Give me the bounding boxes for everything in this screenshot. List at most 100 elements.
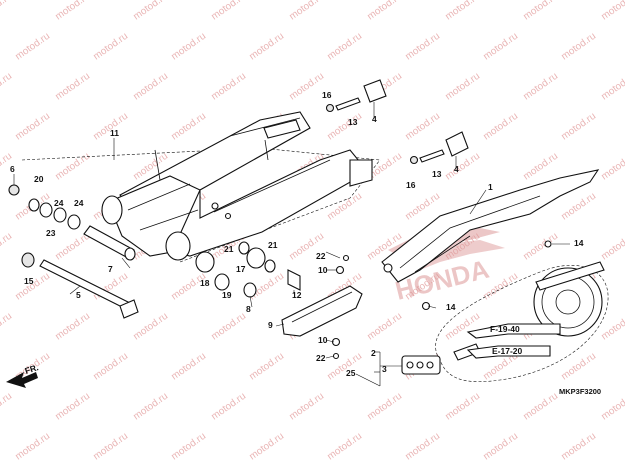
watermark-text: motod.ru xyxy=(91,31,130,63)
watermark-text: motod.ru xyxy=(599,71,625,103)
watermark-text: motod.ru xyxy=(287,391,326,423)
watermark-text: motod.ru xyxy=(521,391,560,423)
watermark-text: motod.ru xyxy=(0,391,14,423)
callout-22: 22 xyxy=(316,353,326,363)
reference-tags xyxy=(466,323,561,359)
watermark-text: motod.ru xyxy=(209,0,248,22)
callout-20: 20 xyxy=(34,174,44,184)
watermark-text: motod.ru xyxy=(599,391,625,423)
callout-9: 9 xyxy=(268,320,273,330)
watermark-text: motod.ru xyxy=(13,31,52,63)
watermark-text: motod.ru xyxy=(599,311,625,343)
watermark-text: motod.ru xyxy=(0,231,14,263)
callout-5: 5 xyxy=(76,290,81,300)
callout-15: 15 xyxy=(24,276,34,286)
watermark-text: motod.ru xyxy=(403,31,442,63)
watermark-text: motod.ru xyxy=(481,431,520,463)
watermark-text: motod.ru xyxy=(247,431,286,463)
callout-19: 19 xyxy=(222,290,232,300)
watermark-text: motod.ru xyxy=(169,351,208,383)
watermark-text: motod.ru xyxy=(169,111,208,143)
watermark-text: motod.ru xyxy=(481,31,520,63)
watermark-text: motod.ru xyxy=(443,151,482,183)
watermark-text: motod.ru xyxy=(131,0,170,22)
callout-labels: 1234456789101011121313141415161617181920… xyxy=(10,90,584,378)
watermark-text: motod.ru xyxy=(53,311,92,343)
watermark-text: motod.ru xyxy=(169,31,208,63)
callout-1: 1 xyxy=(488,182,493,192)
callout-2: 2 xyxy=(371,348,376,358)
watermark-text: motod.ru xyxy=(287,71,326,103)
direction-label: FR. xyxy=(24,362,40,376)
pivot-bolt xyxy=(39,259,139,319)
adjuster-bolts xyxy=(325,79,469,360)
watermark-text: motod.ru xyxy=(365,391,404,423)
reference-e-17-20: E-17-20 xyxy=(492,346,523,356)
callout-14: 14 xyxy=(574,238,584,248)
watermark-text: motod.ru xyxy=(131,311,170,343)
watermark-text: motod.ru xyxy=(559,431,598,463)
watermark-text: motod.ru xyxy=(131,391,170,423)
watermark-text: motod.ru xyxy=(521,0,560,22)
watermark-text: motod.ru xyxy=(443,391,482,423)
watermark-text: motod.ru xyxy=(53,71,92,103)
watermark-text: motod.ru xyxy=(131,71,170,103)
callout-24: 24 xyxy=(74,198,84,208)
watermark-text: motod.ru xyxy=(287,0,326,22)
watermark-text: motod.ru xyxy=(53,0,92,22)
callout-3: 3 xyxy=(382,364,387,374)
watermark-text: motod.ru xyxy=(0,71,14,103)
callout-21: 21 xyxy=(268,240,278,250)
watermark-text: motod.ru xyxy=(521,71,560,103)
watermark-text: motod.ru xyxy=(247,351,286,383)
chain-slider xyxy=(281,285,363,337)
callout-24: 24 xyxy=(54,198,64,208)
watermark-text: motod.ru xyxy=(325,31,364,63)
callout-16: 16 xyxy=(322,90,332,100)
callout-14: 14 xyxy=(446,302,456,312)
watermark-text: motod.ru xyxy=(521,231,560,263)
watermark-text: motod.ru xyxy=(91,431,130,463)
watermark-text: motod.ru xyxy=(443,71,482,103)
diagram-code: MKP3F3200 xyxy=(559,387,601,396)
watermark-text: motod.ru xyxy=(209,71,248,103)
watermark-text: motod.ru xyxy=(0,0,14,22)
callout-18: 18 xyxy=(200,278,210,288)
watermark-text: motod.ru xyxy=(403,431,442,463)
callout-11: 11 xyxy=(110,128,119,138)
callout-13: 13 xyxy=(432,169,442,179)
callout-25: 25 xyxy=(346,368,356,378)
watermark-text: motod.ru xyxy=(403,111,442,143)
watermark-text: motod.ru xyxy=(559,351,598,383)
chain-joint-kit xyxy=(401,355,441,375)
callout-4: 4 xyxy=(372,114,377,124)
watermark-text: motod.ru xyxy=(325,431,364,463)
watermark-text: motod.ru xyxy=(559,111,598,143)
direction-arrow xyxy=(6,372,38,388)
callout-17: 17 xyxy=(236,264,246,274)
watermark-text: motod.ru xyxy=(53,391,92,423)
chain-case xyxy=(381,169,600,283)
callout-13: 13 xyxy=(348,117,358,127)
callout-22: 22 xyxy=(316,251,326,261)
watermark-text: motod.ru xyxy=(0,311,14,343)
watermark-text: motod.ru xyxy=(403,191,442,223)
swingarm xyxy=(101,111,373,261)
drive-chain xyxy=(435,261,609,383)
watermark-text: motod.ru xyxy=(13,431,52,463)
watermark-text: motod.ru xyxy=(53,151,92,183)
callout-23: 23 xyxy=(46,228,56,238)
bearings-seals xyxy=(8,184,301,298)
watermark-text: motod.ru xyxy=(91,351,130,383)
callout-10: 10 xyxy=(318,265,328,275)
callout-8: 8 xyxy=(246,304,251,314)
watermark-text: motod.ru xyxy=(247,31,286,63)
watermark-text: motod.ru xyxy=(325,351,364,383)
watermark-text: motod.ru xyxy=(365,311,404,343)
watermark-text: motod.ru xyxy=(325,111,364,143)
callout-10: 10 xyxy=(318,335,328,345)
watermark-text: motod.ru xyxy=(559,191,598,223)
callout-6: 6 xyxy=(10,164,15,174)
pivot-collar xyxy=(83,225,136,261)
